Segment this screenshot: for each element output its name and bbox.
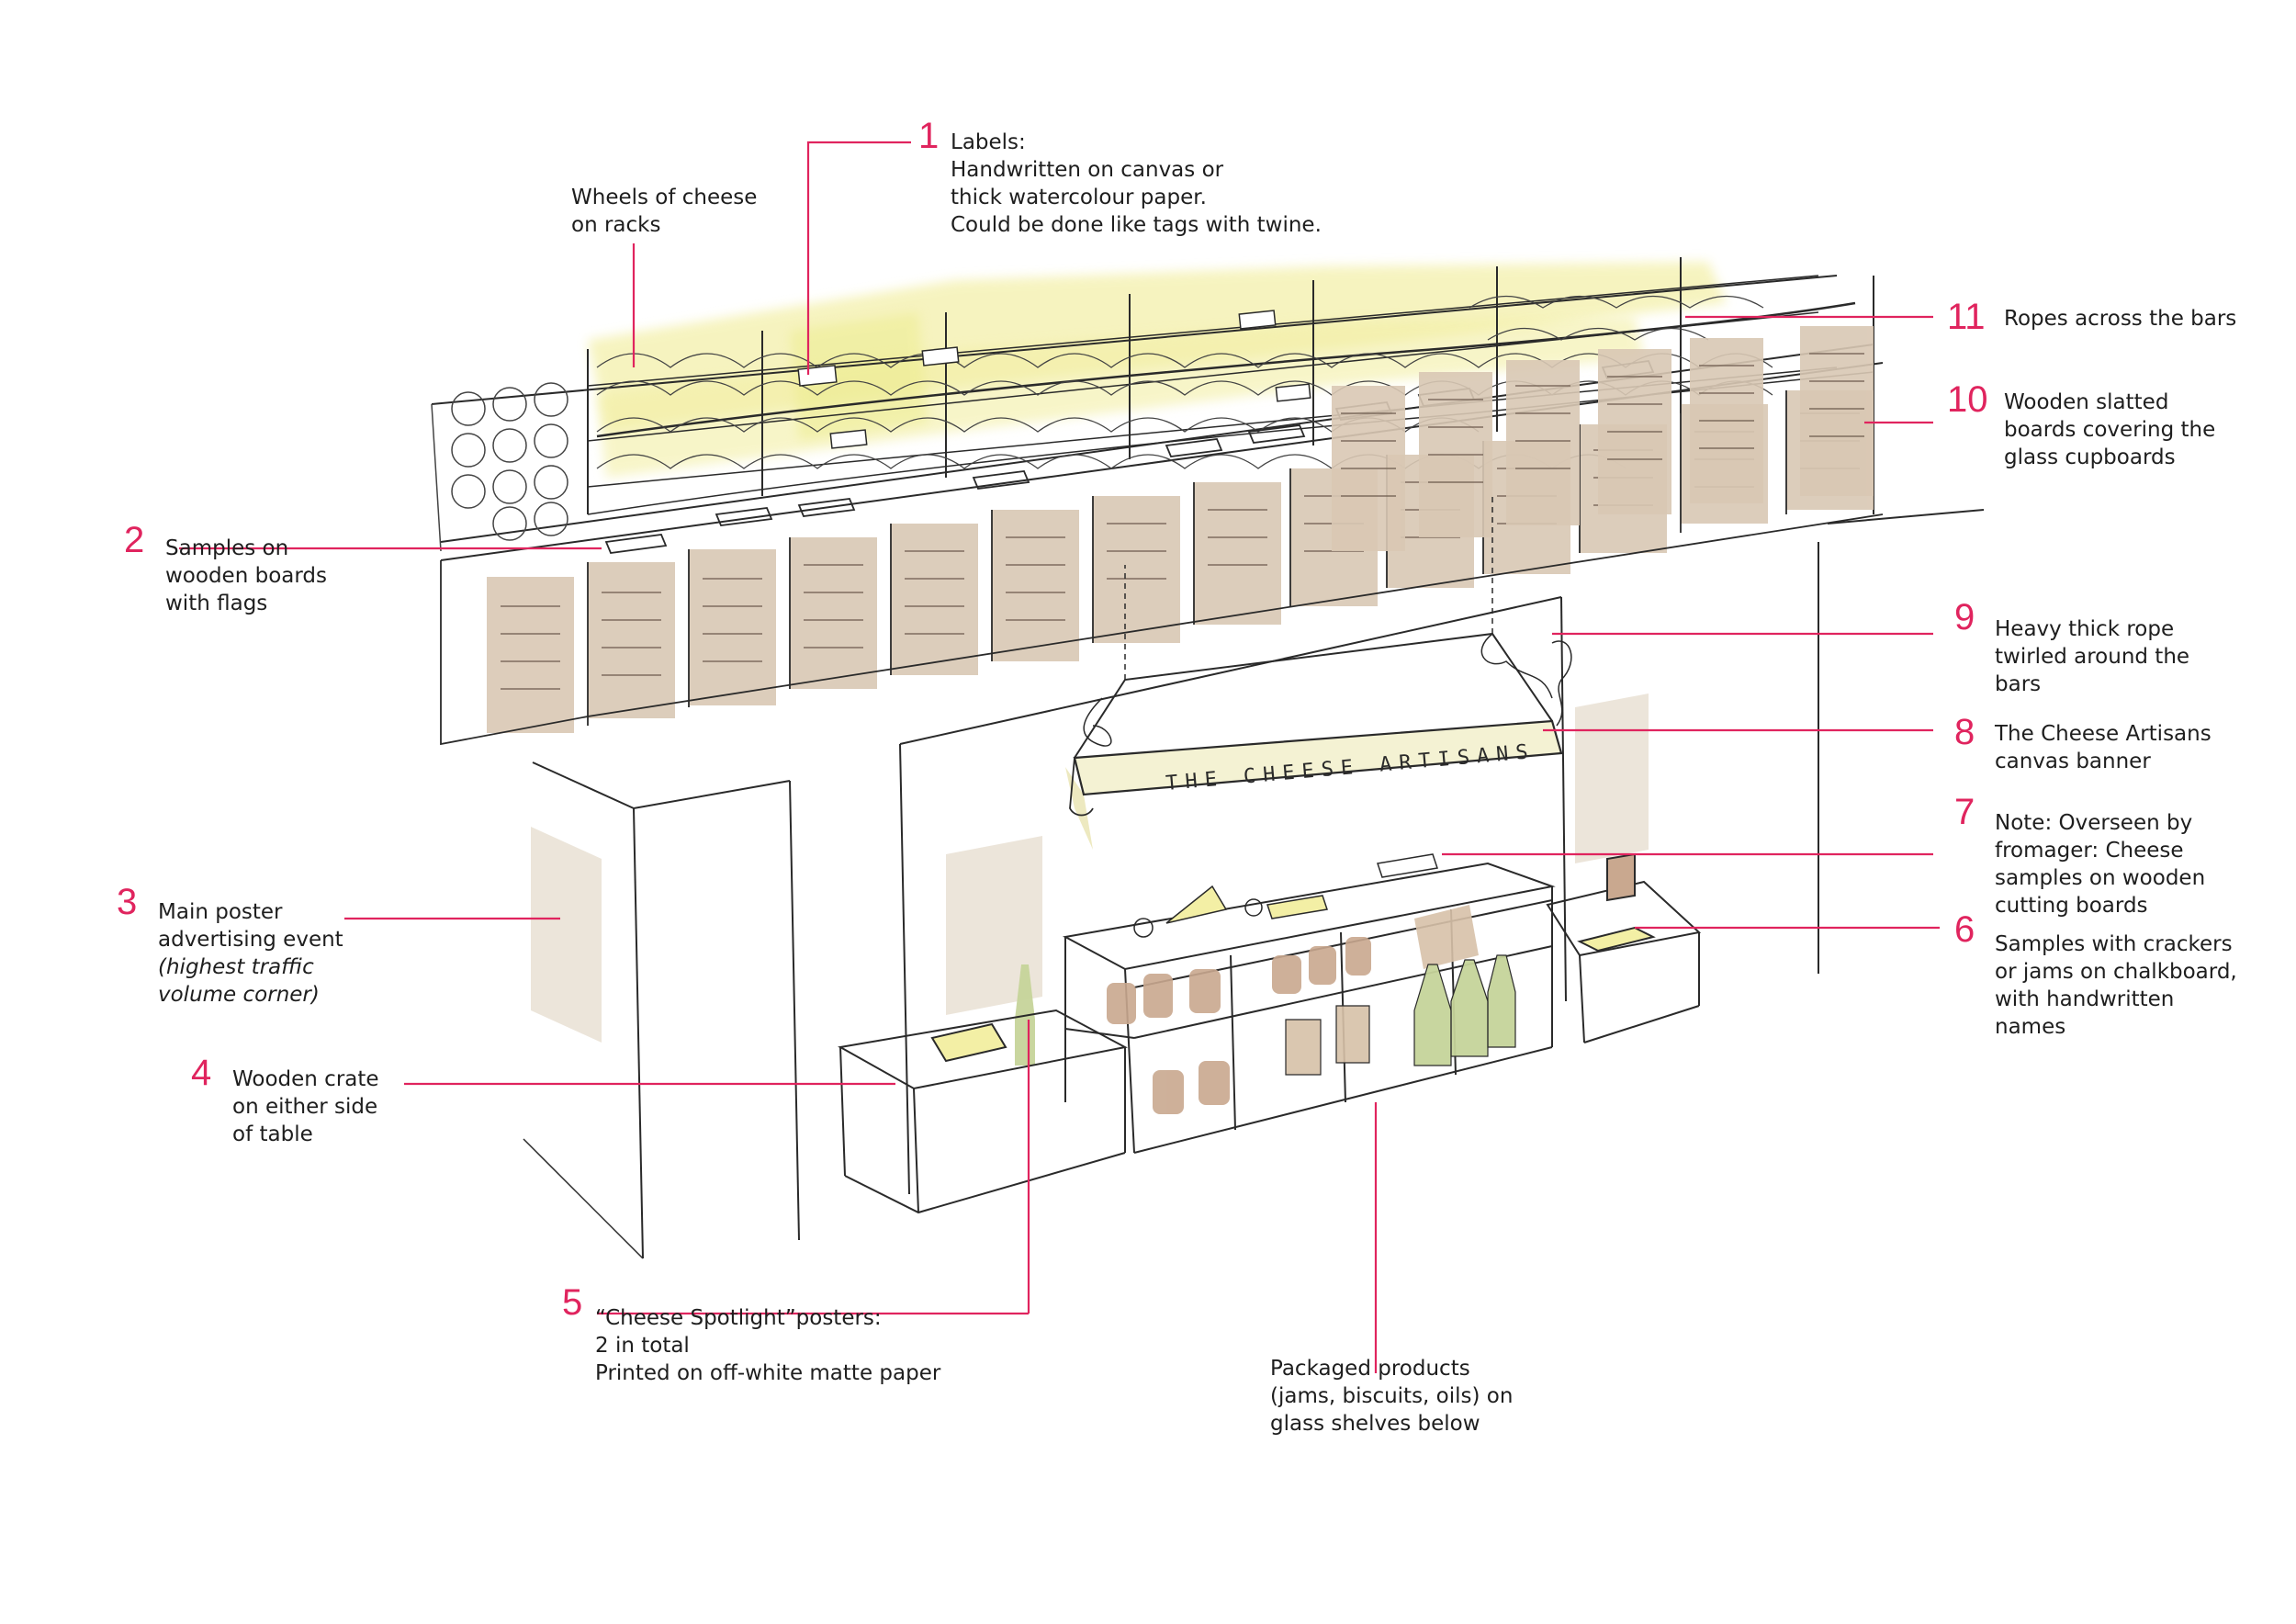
- text-line: on racks: [571, 213, 661, 237]
- callout-number: 2: [124, 520, 145, 560]
- text-line: volume corner): [158, 983, 320, 1007]
- text-line: bars: [1995, 672, 2042, 696]
- bottles: [1015, 955, 1515, 1066]
- text-line: The Cheese Artisans: [1995, 722, 2212, 746]
- callout-text: Samples with crackers or jams on chalkbo…: [1995, 930, 2237, 1041]
- callout-text: “Cheese Spotlight”posters: 2 in total Pr…: [595, 1304, 940, 1387]
- text-line: advertising event: [158, 928, 343, 952]
- callout-text: Wooden crate on either side of table: [232, 1066, 379, 1148]
- text-line: glass cupboards: [2004, 445, 2176, 469]
- text-line: Wooden crate: [232, 1067, 379, 1091]
- text-line: Ropes across the bars: [2004, 307, 2237, 331]
- text-line: Could be done like tags with twine.: [951, 213, 1322, 237]
- callout-number: 5: [562, 1282, 583, 1323]
- text-line: canvas banner: [1995, 750, 2151, 773]
- text-line: thick watercolour paper.: [951, 186, 1207, 209]
- text-line: of table: [232, 1122, 313, 1146]
- slatted-boards-upper: [1332, 326, 1874, 551]
- text-line: wooden boards: [165, 564, 327, 588]
- text-line: with flags: [165, 592, 268, 615]
- left-crate: [838, 1009, 1128, 1214]
- callout-text: Samples on wooden boards with flags: [165, 535, 327, 617]
- callout-number: 9: [1954, 597, 1975, 637]
- text-line: Note: Overseen by: [1995, 811, 2193, 835]
- text-line: (highest traffic: [158, 955, 314, 979]
- callout-text: The Cheese Artisans canvas banner: [1995, 720, 2212, 775]
- rack-frame: [431, 257, 1884, 561]
- text-line: Main poster: [158, 900, 283, 924]
- callout-number: 6: [1954, 909, 1975, 950]
- callout-text: Packaged products (jams, biscuits, oils)…: [1270, 1355, 1513, 1438]
- text-line: Samples on: [165, 536, 289, 560]
- text-line: Heavy thick rope: [1995, 617, 2175, 641]
- text-line: glass shelves below: [1270, 1412, 1480, 1436]
- text-line: Packaged products: [1270, 1357, 1470, 1381]
- text-line: Wheels of cheese: [571, 186, 758, 209]
- text-line: cutting boards: [1995, 894, 2148, 918]
- text-line: Printed on off-white matte paper: [595, 1361, 941, 1385]
- callout-number: 11: [1947, 297, 1986, 337]
- callout-number: 7: [1954, 792, 1975, 832]
- callout-number: 10: [1947, 379, 1988, 420]
- callout-number: 3: [117, 882, 138, 922]
- pillars: [523, 509, 1985, 1259]
- right-crate: [1546, 852, 1702, 1043]
- text-line: Wooden slatted: [2004, 390, 2169, 414]
- callout-text: Heavy thick rope twirled around the bars: [1995, 615, 2189, 698]
- text-line: 2 in total: [595, 1334, 690, 1358]
- side-rack-circles: [431, 382, 568, 552]
- text-line: “Cheese Spotlight”posters:: [595, 1306, 882, 1330]
- callout-text: Wheels of cheese on racks: [571, 184, 757, 239]
- posters: [531, 694, 1649, 1043]
- callout-text: Labels: Handwritten on canvas or thick w…: [951, 129, 1322, 239]
- text-line: Samples with crackers: [1995, 932, 2233, 956]
- counter-table: [1015, 853, 1556, 1154]
- callout-number: 1: [918, 116, 940, 156]
- text-line: or jams on chalkboard,: [1995, 960, 2237, 984]
- text-line: (jams, biscuits, oils) on: [1270, 1384, 1514, 1408]
- text-line: Handwritten on canvas or: [951, 158, 1224, 182]
- callout-text: Main poster advertising event (highest t…: [158, 898, 343, 1009]
- callout-number: 4: [191, 1053, 212, 1093]
- text-line: boards covering the: [2004, 418, 2216, 442]
- leader-lines: [179, 141, 1940, 1373]
- callout-text: Note: Overseen by fromager: Cheese sampl…: [1995, 809, 2205, 919]
- text-line: on either side: [232, 1095, 378, 1119]
- callout-text: Ropes across the bars: [2004, 305, 2236, 333]
- text-line: fromager: Cheese: [1995, 839, 2184, 863]
- text-line: Labels:: [951, 130, 1026, 154]
- text-line: with handwritten: [1995, 987, 2175, 1011]
- text-line: names: [1995, 1015, 2066, 1039]
- text-line: samples on wooden: [1995, 866, 2206, 890]
- callout-number: 8: [1954, 712, 1975, 752]
- text-line: twirled around the: [1995, 645, 2190, 669]
- jars: [1107, 937, 1371, 1114]
- callout-text: Wooden slatted boards covering the glass…: [2004, 389, 2215, 471]
